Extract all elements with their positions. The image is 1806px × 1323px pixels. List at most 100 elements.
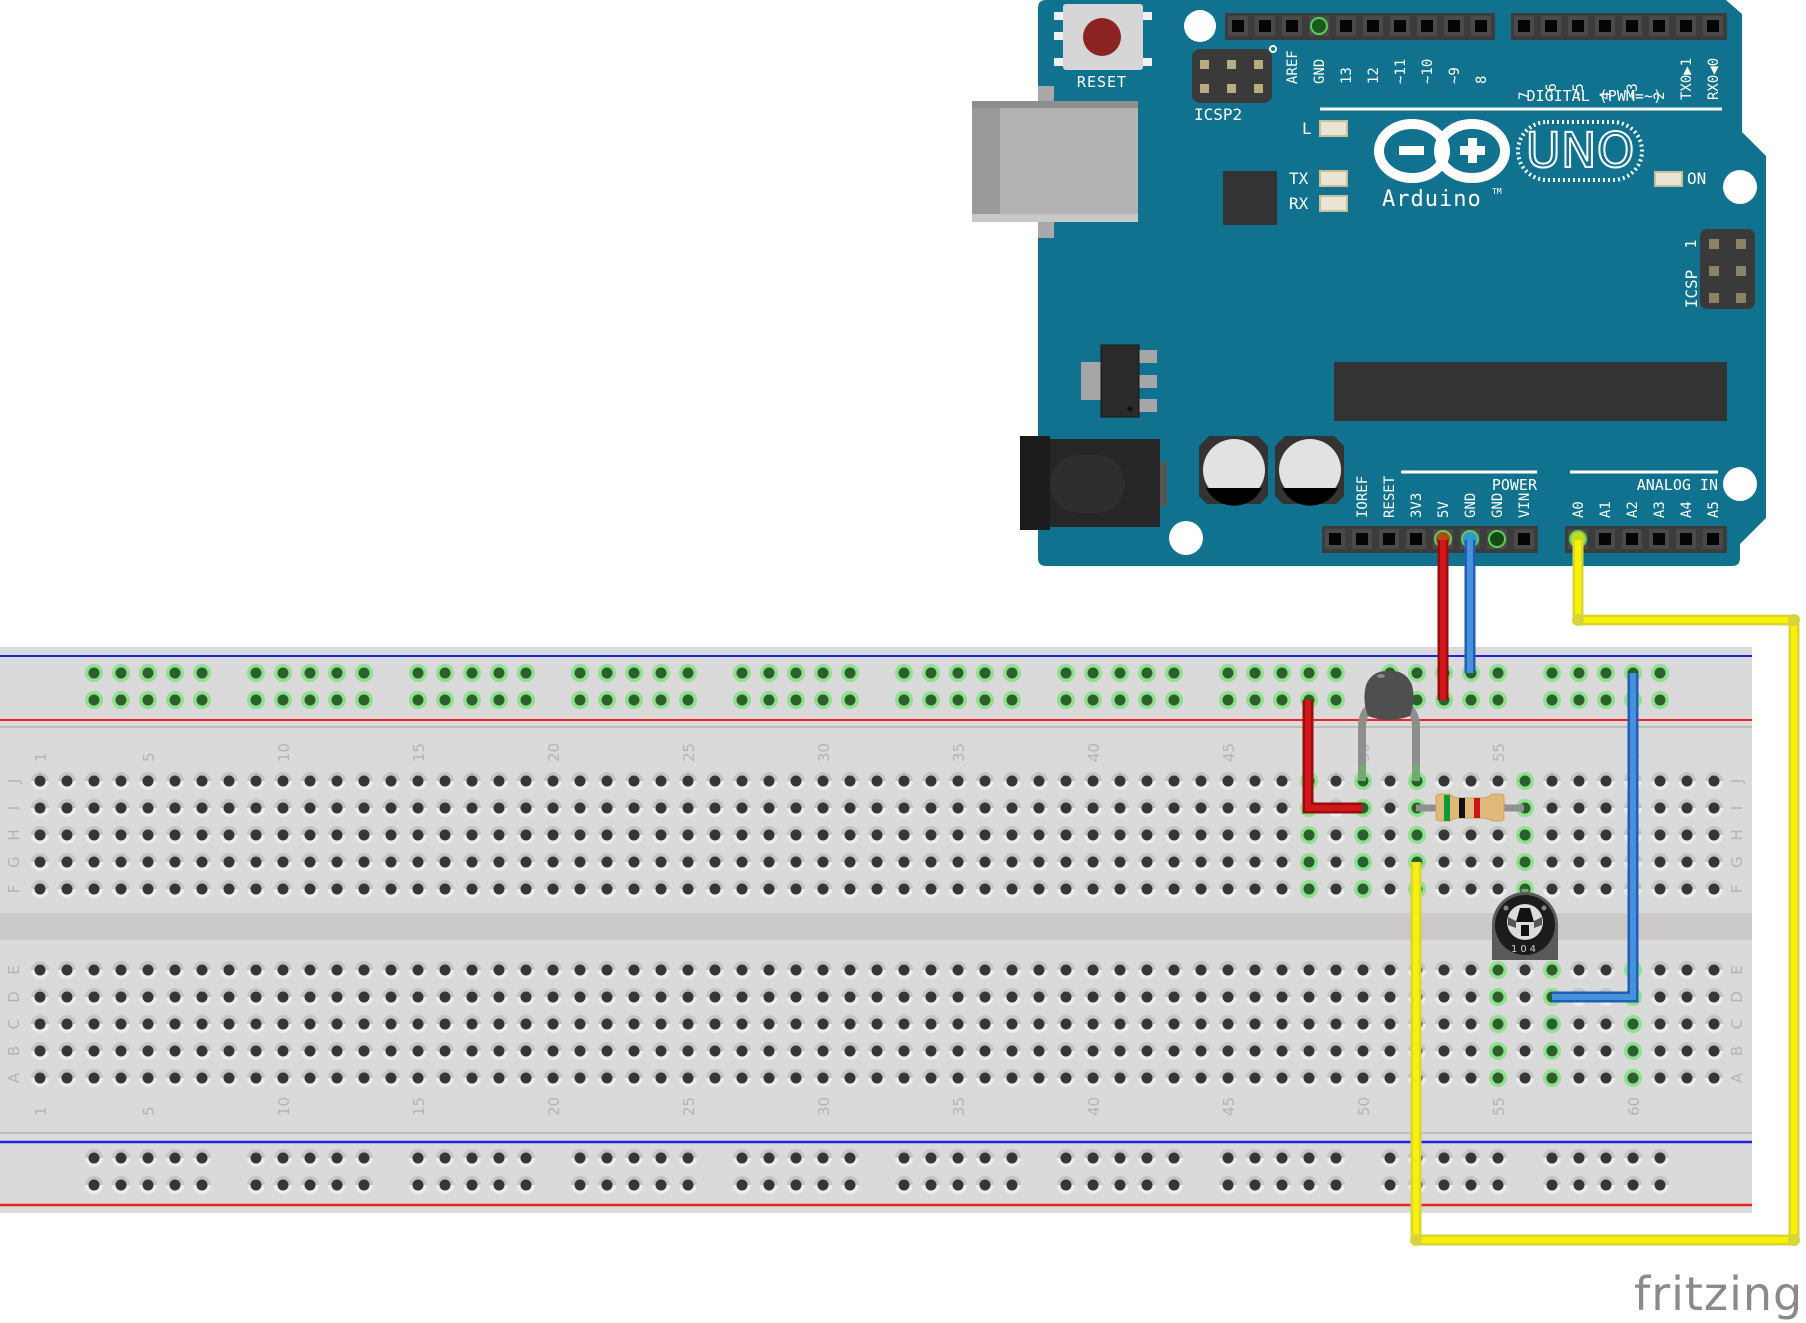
breadboard-hole[interactable] <box>814 853 832 871</box>
breadboard-hole[interactable] <box>868 772 886 790</box>
breadboard-hole[interactable] <box>1192 853 1210 871</box>
breadboard-hole[interactable] <box>1651 1149 1669 1167</box>
breadboard-hole[interactable] <box>814 1176 832 1194</box>
breadboard-hole[interactable] <box>625 961 643 979</box>
breadboard-hole[interactable] <box>274 1069 292 1087</box>
breadboard-hole[interactable] <box>760 826 778 844</box>
breadboard-hole[interactable] <box>922 1176 940 1194</box>
breadboard-hole[interactable] <box>274 961 292 979</box>
breadboard-hole[interactable] <box>1327 853 1345 871</box>
breadboard-hole[interactable] <box>922 664 940 682</box>
breadboard-hole[interactable] <box>1597 1042 1615 1060</box>
breadboard-hole[interactable] <box>841 961 859 979</box>
breadboard-hole[interactable] <box>1165 1042 1183 1060</box>
breadboard-hole[interactable] <box>544 853 562 871</box>
breadboard-hole[interactable] <box>1084 772 1102 790</box>
digital-pin[interactable] <box>1622 16 1642 36</box>
breadboard-hole[interactable] <box>166 988 184 1006</box>
breadboard-hole[interactable] <box>1138 691 1156 709</box>
breadboard-hole[interactable] <box>355 799 373 817</box>
breadboard-hole[interactable] <box>841 1176 859 1194</box>
breadboard-hole[interactable] <box>1138 1176 1156 1194</box>
breadboard-hole[interactable] <box>625 664 643 682</box>
breadboard-hole[interactable] <box>1111 826 1129 844</box>
breadboard-hole[interactable] <box>1489 880 1507 898</box>
breadboard-hole[interactable] <box>382 961 400 979</box>
breadboard-hole[interactable] <box>139 988 157 1006</box>
breadboard-hole[interactable] <box>436 772 454 790</box>
breadboard-hole[interactable] <box>1300 988 1318 1006</box>
breadboard-hole[interactable] <box>1705 988 1723 1006</box>
breadboard-hole[interactable] <box>1597 799 1615 817</box>
breadboard-hole[interactable] <box>1489 691 1507 709</box>
breadboard-hole[interactable] <box>1462 826 1480 844</box>
breadboard-hole[interactable] <box>1192 961 1210 979</box>
breadboard-hole[interactable] <box>355 1042 373 1060</box>
breadboard-hole[interactable] <box>868 1042 886 1060</box>
breadboard-hole[interactable] <box>1435 772 1453 790</box>
power-pin[interactable] <box>1487 529 1507 549</box>
breadboard-hole[interactable] <box>1651 853 1669 871</box>
breadboard-hole[interactable] <box>841 799 859 817</box>
breadboard-hole[interactable] <box>679 1176 697 1194</box>
breadboard-hole[interactable] <box>706 853 724 871</box>
breadboard-hole[interactable] <box>1003 961 1021 979</box>
breadboard-hole[interactable] <box>193 961 211 979</box>
breadboard-hole[interactable] <box>274 853 292 871</box>
breadboard-hole[interactable] <box>1219 1042 1237 1060</box>
breadboard-hole[interactable] <box>652 1042 670 1060</box>
breadboard-hole[interactable] <box>31 988 49 1006</box>
breadboard-hole[interactable] <box>274 1176 292 1194</box>
breadboard-hole[interactable] <box>1597 1149 1615 1167</box>
breadboard-hole[interactable] <box>1651 961 1669 979</box>
breadboard-hole[interactable] <box>733 1069 751 1087</box>
breadboard-hole[interactable] <box>733 880 751 898</box>
breadboard-hole[interactable] <box>976 772 994 790</box>
breadboard-hole[interactable] <box>58 1015 76 1033</box>
breadboard-hole[interactable] <box>1651 1069 1669 1087</box>
breadboard-hole[interactable] <box>436 988 454 1006</box>
breadboard-hole[interactable] <box>355 664 373 682</box>
breadboard-hole[interactable] <box>409 1042 427 1060</box>
breadboard-hole[interactable] <box>1435 1015 1453 1033</box>
breadboard-hole[interactable] <box>733 1176 751 1194</box>
breadboard-hole[interactable] <box>679 1042 697 1060</box>
breadboard-hole[interactable] <box>922 799 940 817</box>
breadboard-hole[interactable] <box>490 1042 508 1060</box>
breadboard-hole[interactable] <box>1273 826 1291 844</box>
breadboard-hole[interactable] <box>1651 691 1669 709</box>
breadboard-hole[interactable] <box>814 799 832 817</box>
breadboard-hole[interactable] <box>571 772 589 790</box>
breadboard-hole[interactable] <box>1543 1176 1561 1194</box>
breadboard-hole[interactable] <box>1057 961 1075 979</box>
breadboard-hole[interactable] <box>409 799 427 817</box>
breadboard-hole[interactable] <box>652 1176 670 1194</box>
breadboard-hole[interactable] <box>220 988 238 1006</box>
digital-pin[interactable] <box>1390 16 1410 36</box>
breadboard-hole[interactable] <box>1300 1042 1318 1060</box>
breadboard-hole[interactable] <box>355 988 373 1006</box>
breadboard-hole[interactable] <box>1165 1176 1183 1194</box>
breadboard-hole[interactable] <box>490 988 508 1006</box>
breadboard-hole[interactable] <box>1003 772 1021 790</box>
breadboard-hole[interactable] <box>976 799 994 817</box>
breadboard-hole[interactable] <box>1408 664 1426 682</box>
breadboard-hole[interactable] <box>301 826 319 844</box>
breadboard-hole[interactable] <box>1705 880 1723 898</box>
breadboard-hole[interactable] <box>1354 1015 1372 1033</box>
breadboard-hole[interactable] <box>733 1015 751 1033</box>
digital-pin[interactable] <box>1282 16 1302 36</box>
breadboard-hole[interactable] <box>1435 1149 1453 1167</box>
breadboard-hole[interactable] <box>355 961 373 979</box>
breadboard-hole[interactable] <box>868 880 886 898</box>
breadboard-hole[interactable] <box>787 1149 805 1167</box>
breadboard-hole[interactable] <box>1543 664 1561 682</box>
breadboard-hole[interactable] <box>1138 1042 1156 1060</box>
breadboard-hole[interactable] <box>1057 826 1075 844</box>
breadboard-hole[interactable] <box>1435 880 1453 898</box>
breadboard-hole[interactable] <box>301 691 319 709</box>
breadboard-hole[interactable] <box>220 1069 238 1087</box>
breadboard-hole[interactable] <box>463 664 481 682</box>
breadboard-hole[interactable] <box>274 826 292 844</box>
breadboard-hole[interactable] <box>355 1149 373 1167</box>
